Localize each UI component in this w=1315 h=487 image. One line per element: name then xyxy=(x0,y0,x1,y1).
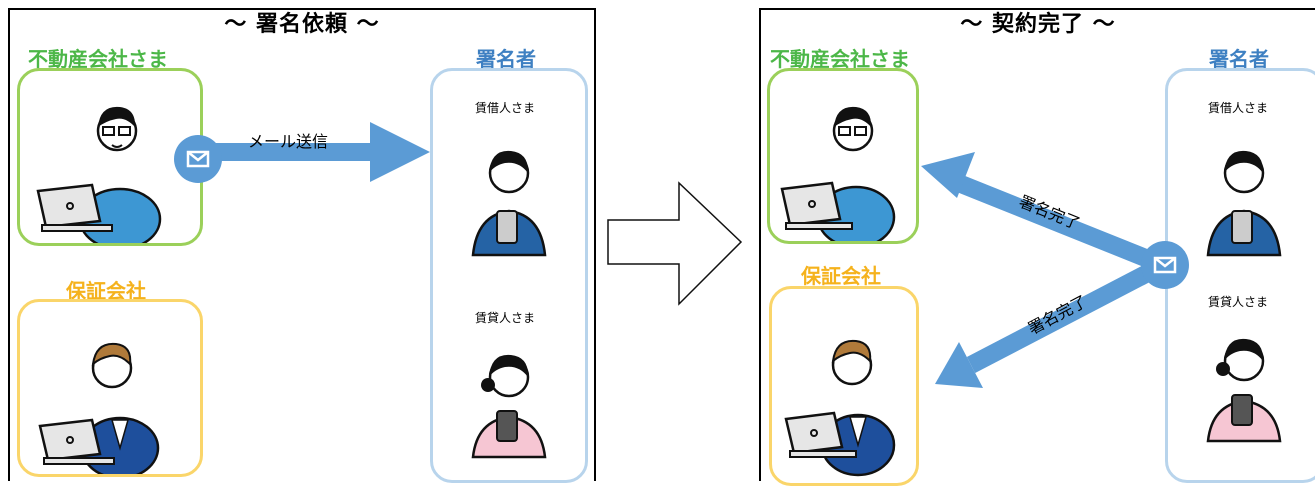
laptop-icon xyxy=(36,183,113,232)
landlord-label: 賃貸人さま xyxy=(475,311,536,325)
landlord-label: 賃貸人さま xyxy=(1208,295,1269,309)
tenant-label: 賃借人さま xyxy=(475,101,536,115)
panel-title: 〜 署名依頼 〜 xyxy=(224,12,380,37)
person-icon xyxy=(78,106,162,251)
smartphone-icon xyxy=(496,210,518,244)
arrow-to-realestate xyxy=(921,152,1167,274)
realestate-box xyxy=(17,68,203,251)
tenant-label: 賃借人さま xyxy=(1208,101,1269,115)
send-arrow-label: メール送信 xyxy=(248,132,329,151)
realestate-agent-illustration xyxy=(780,106,896,249)
smartphone-icon xyxy=(1231,210,1253,244)
realestate-box xyxy=(767,68,919,249)
signers-box: 賃借人さま 賃貸人さま xyxy=(1165,68,1315,483)
person-icon xyxy=(820,339,896,477)
tenant-illustration xyxy=(1206,150,1282,257)
completion-arrows xyxy=(921,152,1189,388)
mail-icon xyxy=(174,135,222,183)
contract-complete-panel: 〜 契約完了 〜 不動産会社さま 保証会社 xyxy=(759,8,1315,486)
laptop-icon xyxy=(784,411,857,458)
laptop-icon xyxy=(38,418,115,465)
realestate-label: 不動産会社さま xyxy=(28,47,168,71)
smartphone-icon xyxy=(1231,394,1253,426)
signers-label: 署名者 xyxy=(476,47,536,71)
signature-request-panel: 〜 署名依頼 〜 不動産会社さま 保証会社 xyxy=(8,8,596,483)
guarantor-box xyxy=(17,299,203,480)
send-arrow xyxy=(174,122,430,183)
landlord-illustration xyxy=(1206,338,1282,443)
laptop-icon xyxy=(780,181,853,230)
panel-title: 〜 契約完了 〜 xyxy=(960,12,1116,37)
tenant-illustration xyxy=(471,150,547,257)
realestate-label: 不動産会社さま xyxy=(770,47,910,71)
mail-icon xyxy=(1141,241,1189,289)
person-icon xyxy=(1206,338,1282,443)
signers-box: 賃借人さま 賃貸人さま xyxy=(430,68,588,483)
smartphone-icon xyxy=(496,410,518,442)
hollow-arrow-icon xyxy=(607,181,743,306)
guarantor-box xyxy=(769,286,919,486)
landlord-illustration xyxy=(471,354,547,459)
guarantor-label: 保証会社 xyxy=(801,264,881,288)
realestate-agent-illustration xyxy=(36,106,162,251)
signers-label: 署名者 xyxy=(1209,47,1269,71)
guarantor-illustration xyxy=(38,342,160,480)
arrow-to-guarantor xyxy=(935,257,1168,388)
guarantor-illustration xyxy=(784,339,896,477)
person-icon xyxy=(80,342,160,480)
